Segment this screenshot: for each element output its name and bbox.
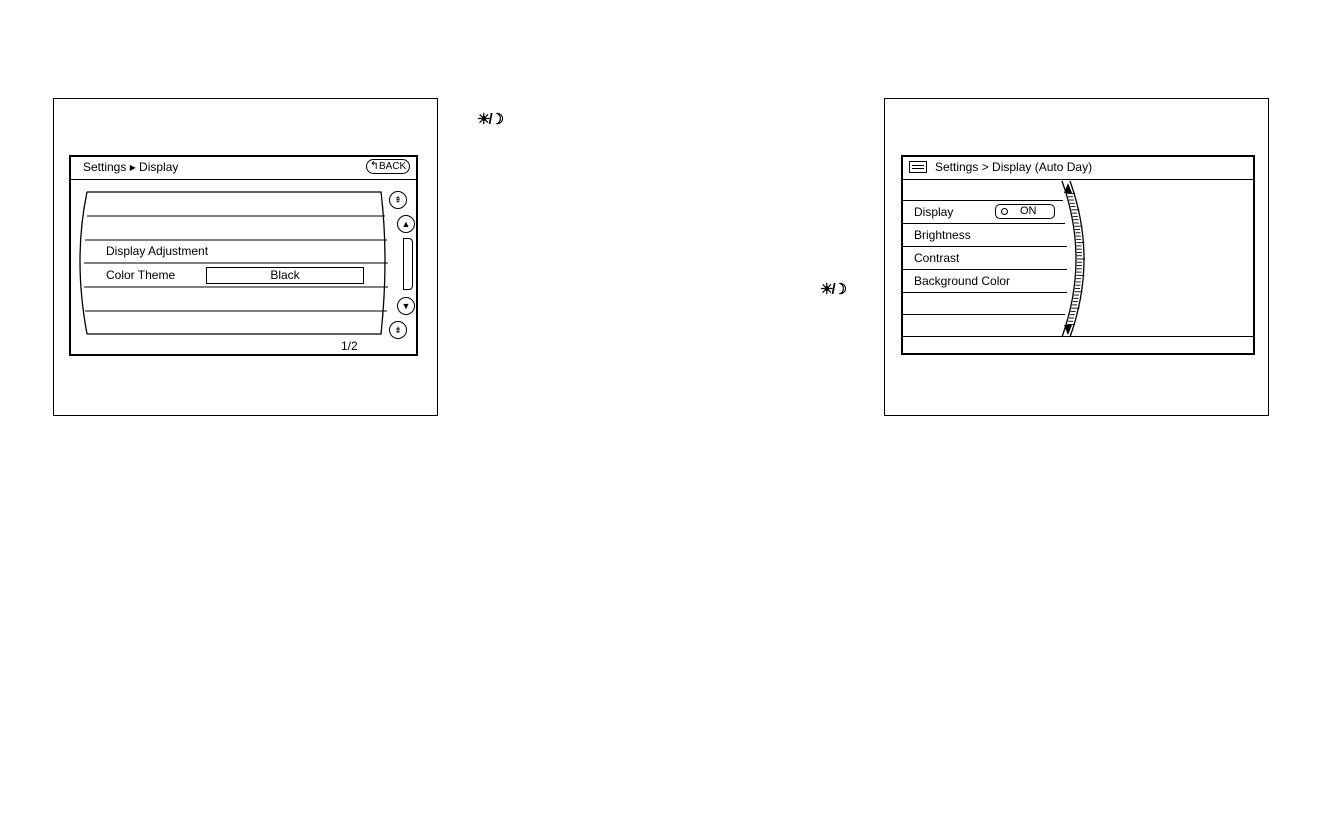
chevron-down-icon: ▼ bbox=[402, 301, 411, 311]
indicator-light-icon bbox=[1001, 208, 1008, 215]
menu-item-empty-top[interactable] bbox=[903, 181, 1063, 201]
menu-item-label: Background Color bbox=[914, 274, 1010, 288]
screen-header: Settings ▸ Display ↰BACK bbox=[71, 157, 416, 180]
back-button-label: BACK bbox=[379, 161, 406, 172]
back-arrow-icon: ↰ bbox=[370, 160, 379, 172]
menu-item-label: Brightness bbox=[914, 228, 971, 242]
double-chevron-up-icon: ⇞ bbox=[394, 195, 402, 205]
screen-title: Settings > Display (Auto Day) bbox=[935, 160, 1092, 174]
back-button[interactable]: ↰BACK bbox=[366, 159, 410, 174]
figure-display-settings: Settings ▸ Display ↰BACK Display Adjustm… bbox=[53, 98, 438, 416]
scroll-dial[interactable] bbox=[1058, 179, 1098, 339]
menu-item-display-adjustment[interactable]: Display Adjustment bbox=[91, 240, 381, 264]
menu-item-brightness[interactable]: Brightness bbox=[903, 224, 1067, 247]
menu-item-empty-2[interactable] bbox=[903, 315, 1063, 336]
menu-item-empty-2[interactable] bbox=[91, 216, 381, 240]
chevron-up-icon: ▲ bbox=[402, 219, 411, 229]
menu-item-contrast[interactable]: Contrast bbox=[903, 247, 1067, 270]
menu-item-empty-4[interactable] bbox=[91, 312, 381, 334]
menu-item-empty-1[interactable] bbox=[903, 293, 1065, 315]
menu-item-display[interactable]: Display ON bbox=[903, 201, 1065, 224]
menu-item-label: Color Theme bbox=[106, 268, 175, 282]
display-settings-screen: Settings ▸ Display ↰BACK Display Adjustm… bbox=[69, 155, 418, 356]
figure-display-auto-day: Settings > Display (Auto Day) Display ON… bbox=[884, 98, 1269, 416]
scrollbar-track[interactable] bbox=[403, 238, 413, 290]
scroll-down-button[interactable]: ▼ bbox=[397, 297, 415, 315]
menu-item-label: Display bbox=[914, 205, 953, 219]
display-auto-day-screen: Settings > Display (Auto Day) Display ON… bbox=[901, 155, 1255, 355]
screen-header: Settings > Display (Auto Day) bbox=[903, 157, 1253, 180]
toggle-state: ON bbox=[1020, 205, 1037, 217]
menu-item-background-color[interactable]: Background Color bbox=[903, 270, 1067, 293]
page-up-button[interactable]: ⇞ bbox=[389, 191, 407, 209]
display-toggle[interactable]: ON bbox=[995, 204, 1055, 219]
settings-screen-icon bbox=[909, 161, 927, 173]
menu-item-empty-1[interactable] bbox=[91, 192, 381, 216]
breadcrumb: Settings ▸ Display bbox=[83, 160, 178, 174]
menu-item-color-theme[interactable]: Color Theme Black bbox=[91, 264, 381, 288]
page-down-button[interactable]: ⇟ bbox=[389, 321, 407, 339]
menu-item-label: Display Adjustment bbox=[106, 244, 208, 258]
color-theme-value[interactable]: Black bbox=[206, 267, 364, 284]
day-night-icon: ☀/☽ bbox=[820, 280, 845, 298]
double-chevron-down-icon: ⇟ bbox=[394, 325, 402, 335]
menu-item-label: Contrast bbox=[914, 251, 959, 265]
scroll-up-button[interactable]: ▲ bbox=[397, 215, 415, 233]
day-night-icon: ☀/☽ bbox=[477, 110, 502, 128]
page-indicator: 1/2 bbox=[341, 339, 358, 353]
menu-item-empty-3[interactable] bbox=[91, 288, 381, 312]
